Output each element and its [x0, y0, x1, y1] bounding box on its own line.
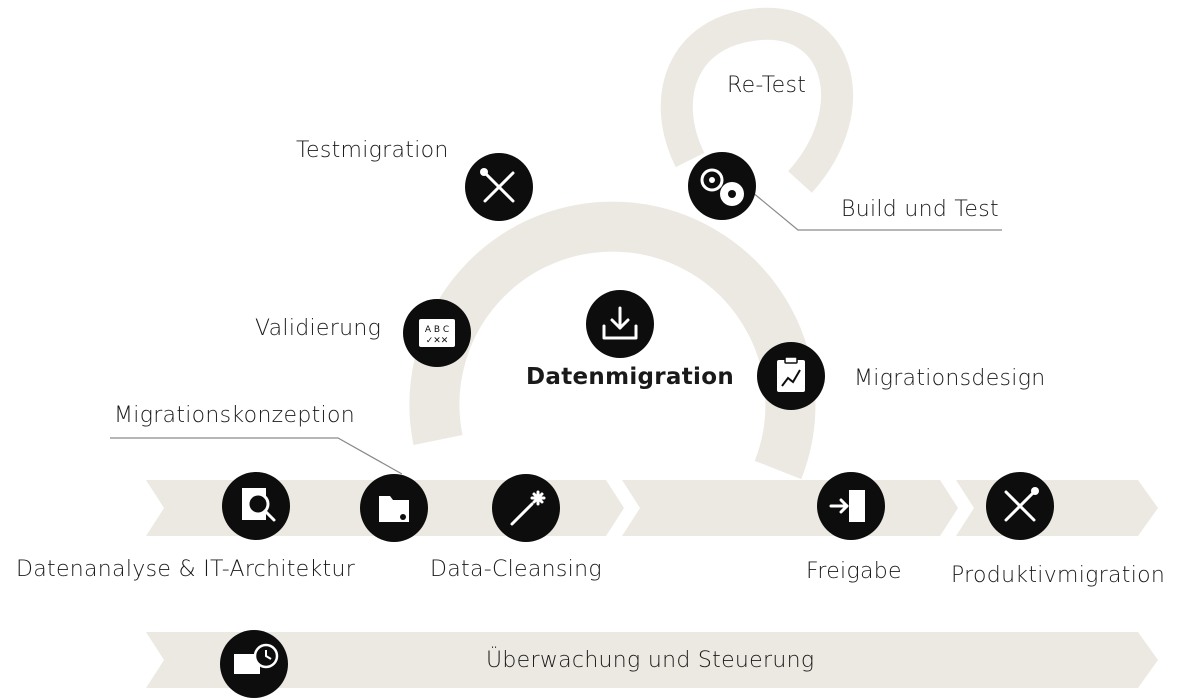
- gears-icon: [688, 152, 756, 220]
- connector-migrationskonzeption: [110, 437, 403, 475]
- phase-step-datenanalyse: Datenanalyse & IT-Architektur: [16, 557, 356, 582]
- bottom-bar-label: Überwachung und Steuerung: [486, 648, 815, 673]
- retest-loop: [660, 7, 853, 193]
- phase-step-data-cleansing: Data-Cleansing: [430, 557, 602, 582]
- cycle-step-build-und-test: Build und Test: [841, 197, 999, 222]
- cycle-step-re-test: Re-Test: [727, 73, 807, 98]
- magic-wand-icon: [492, 474, 560, 542]
- monitor-clock-icon: [220, 630, 288, 698]
- folder-icon: [360, 474, 428, 542]
- monitoring-arrow-band: [146, 632, 1158, 688]
- cycle-step-migrationsdesign: Migrationsdesign: [854, 366, 1046, 391]
- abc-check-icon: A B C ✓✕✕: [403, 299, 471, 367]
- center-title: Datenmigration: [526, 364, 735, 390]
- cycle-step-testmigration: Testmigration: [296, 138, 449, 163]
- cycle-step-migrationskonzeption: Migrationskonzeption: [114, 403, 355, 428]
- download-icon: [586, 290, 654, 358]
- connector-build-und-test: [751, 191, 1002, 231]
- door-enter-icon: [817, 472, 885, 540]
- phase-step-freigabe: Freigabe: [806, 559, 902, 584]
- clipboard-chart-icon: [757, 342, 825, 410]
- svg-text:A B C: A B C: [425, 325, 449, 335]
- tools-icon: [465, 153, 533, 221]
- tools-icon: [986, 472, 1054, 540]
- document-search-icon: [222, 472, 290, 540]
- cycle-step-validierung: Validierung: [255, 316, 382, 341]
- phase-step-produktivmigration: Produktivmigration: [951, 563, 1166, 588]
- svg-text:✓✕✕: ✓✕✕: [426, 336, 449, 346]
